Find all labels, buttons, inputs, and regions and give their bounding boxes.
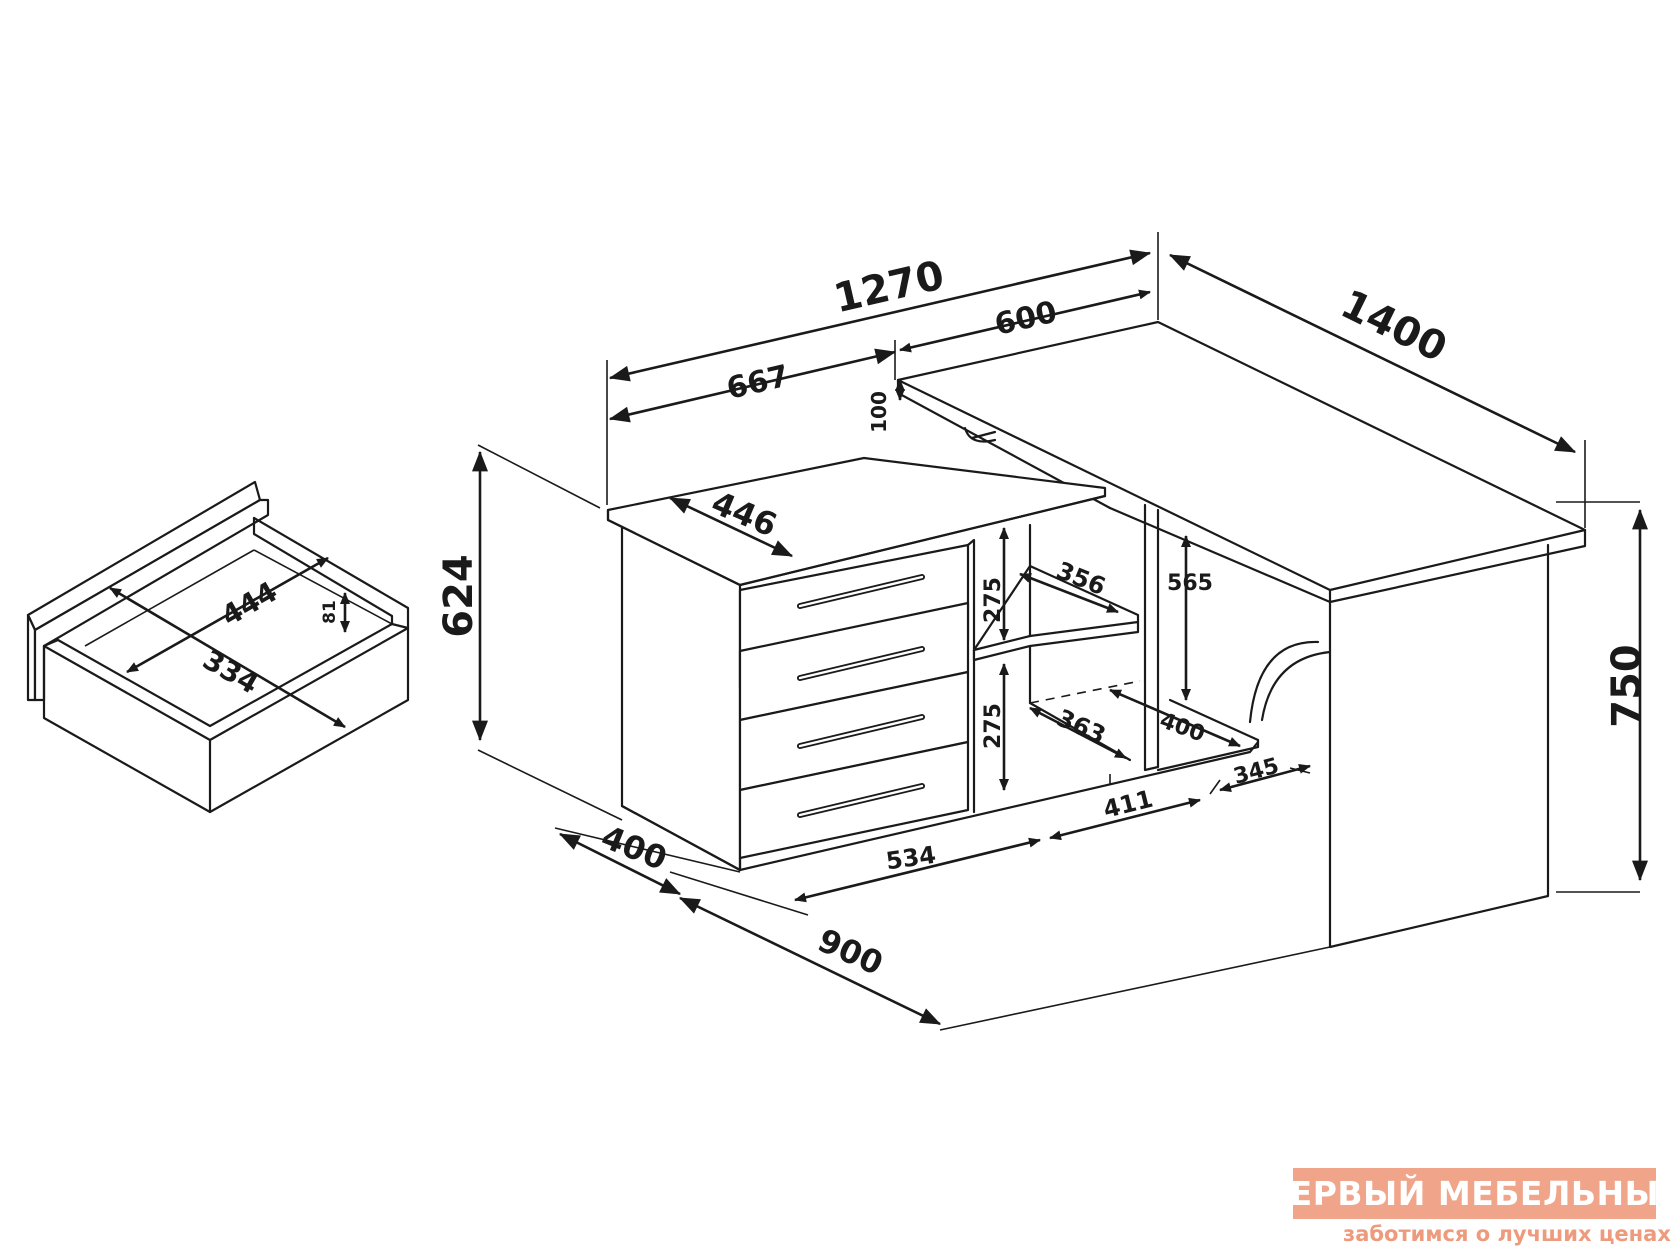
label-upper-niche-height: 275 [981, 577, 1006, 623]
dim-line-1400 [1168, 253, 1577, 454]
label-drawer-inner-width: 444 [216, 575, 283, 633]
dim-line-drawer-334 [126, 556, 329, 674]
dim-line-667 [608, 348, 897, 423]
label-desk-height: 750 [1604, 644, 1650, 728]
label-drawer-block-width: 534 [884, 841, 938, 876]
label-drawer-inner-depth: 334 [197, 643, 264, 701]
label-desk-part: 600 [991, 295, 1060, 343]
label-lower-niche-height: 275 [981, 703, 1006, 749]
dim-line-400-shelf [1109, 688, 1241, 748]
dim-line-446 [668, 496, 794, 558]
brand-tagline: заботимся о лучших ценах [1343, 1222, 1671, 1246]
dim-line-600 [899, 289, 1151, 353]
label-base-width: 900 [812, 921, 888, 983]
dim-line-363 [1029, 706, 1127, 760]
dim-line-900 [678, 896, 942, 1026]
label-bottom-shelf-depth: 363 [1053, 704, 1110, 750]
label-base-span: 411 [1100, 785, 1155, 824]
dim-line-345 [1219, 764, 1311, 792]
drawer-drawing [26, 480, 410, 814]
label-open-section-height: 565 [1167, 571, 1213, 596]
label-drawer-inner-height: 81 [320, 600, 340, 624]
label-cabinet-height: 624 [436, 554, 482, 638]
dim-line-400-depth [558, 832, 682, 896]
label-shelf-depth: 356 [1053, 556, 1110, 601]
desk-drawing [472, 232, 1648, 1031]
middle-shelf [972, 620, 1140, 662]
label-leg-offset: 345 [1231, 754, 1282, 790]
dim-line-356 [1019, 572, 1119, 614]
label-top-offset: 100 [867, 391, 891, 433]
label-total-width: 1270 [830, 252, 949, 322]
desk-top [896, 320, 1587, 592]
brand-logo: ПЕРВЫЙ МЕБЕЛЬНЫЙ [1262, 1168, 1680, 1219]
brand-name: ПЕРВЫЙ МЕБЕЛЬНЫЙ [1261, 1174, 1680, 1213]
label-cabinet-part: 667 [723, 359, 792, 407]
dim-line-411 [1049, 797, 1201, 841]
label-desk-depth: 1400 [1334, 281, 1454, 371]
dim-line-534 [794, 837, 1041, 903]
